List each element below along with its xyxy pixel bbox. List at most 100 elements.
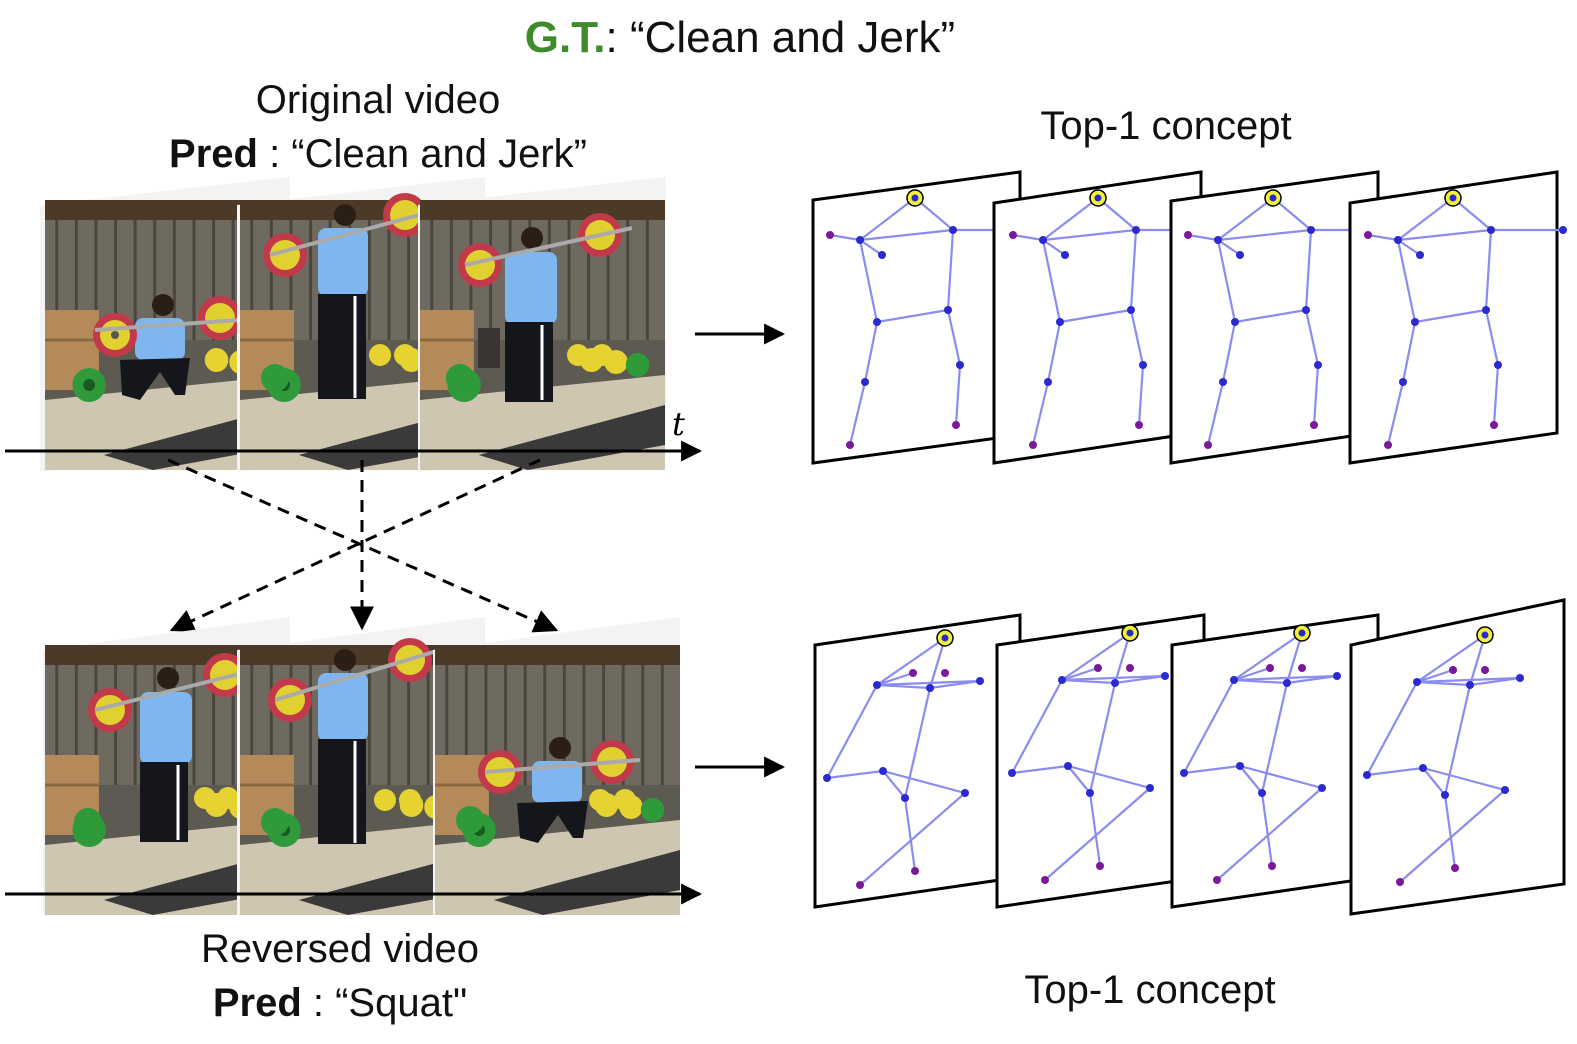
skeleton-joint (961, 789, 969, 797)
top-concept-panel-1 (811, 170, 1029, 465)
bottom-concept-panel-frame (813, 613, 1022, 909)
skeleton-joint (1039, 236, 1047, 244)
skeleton-joint (873, 318, 881, 326)
skeleton-bone (946, 309, 962, 366)
skeleton-joint (1413, 678, 1421, 686)
skeleton-bone (826, 684, 878, 779)
bottom-concept-panel-2 (995, 613, 1206, 909)
reversed-video-title: Reversed video (201, 927, 479, 971)
skeleton-bone (1217, 197, 1274, 241)
skeleton-bone (1484, 229, 1493, 311)
skeleton-joint (1204, 441, 1212, 449)
skeleton-bone (1059, 308, 1132, 324)
skeleton-bone (1216, 239, 1237, 323)
skeleton-joint (1180, 769, 1188, 777)
skeleton-bone (1187, 233, 1219, 242)
skeleton-bone (1414, 308, 1487, 324)
skeleton-bone (1129, 229, 1138, 311)
skeleton-bone (954, 364, 962, 426)
reversed-pred-separator: : (301, 981, 336, 1025)
top-concept-panel-frame (1348, 170, 1559, 465)
skeleton-bone (858, 239, 879, 323)
skeleton-bone (903, 687, 932, 799)
skeleton-joint (856, 236, 864, 244)
bottom-concept-skeleton (1180, 624, 1341, 884)
skeleton-joint (1230, 676, 1238, 684)
dashed-arrow-last-to-first (169, 458, 541, 632)
skeleton-joint (1481, 666, 1489, 674)
skeleton-joint (949, 226, 957, 234)
skeleton-bone (1233, 632, 1303, 681)
skeleton-joint (941, 669, 949, 677)
original-frame-1 (40, 177, 290, 472)
skeleton-bone (1234, 308, 1307, 324)
reversed-frame-3 (433, 617, 680, 915)
skeleton-joint (1135, 421, 1143, 429)
top-concept-label: Top-1 concept (1040, 104, 1292, 148)
skeleton-joint (911, 194, 919, 202)
skeleton-bone (1233, 674, 1338, 682)
skeleton-joint (1056, 318, 1064, 326)
skeleton-joint (1318, 784, 1326, 792)
skeleton-bone (1401, 321, 1417, 383)
skeleton-joint (1132, 226, 1140, 234)
top-concept-panels (811, 170, 1567, 465)
skeleton-bone (876, 637, 946, 686)
skeleton-bone (1042, 197, 1099, 241)
original-pred: Pred : “Clean and Jerk” (169, 134, 587, 174)
skeleton-bone (1239, 765, 1263, 794)
original-pred-label: Pred (169, 132, 258, 176)
top-concept-skeleton (826, 189, 1029, 449)
skeleton-joint (1490, 421, 1498, 429)
skeleton-joint (944, 306, 952, 314)
skeleton-joint (956, 361, 964, 369)
top-concept-panel-frame (811, 170, 1022, 465)
skeleton-bone (1217, 239, 1241, 256)
skeleton-joint (1268, 862, 1276, 870)
top-concept-skeleton (1364, 189, 1567, 449)
skeleton-joint (1559, 226, 1567, 234)
skeleton-joint (1214, 236, 1222, 244)
skeleton-bone (1061, 674, 1166, 682)
skeleton-joint (1009, 231, 1017, 239)
skeleton-joint (1399, 378, 1407, 386)
skeleton-joint (1219, 378, 1227, 386)
bottom-concept-skeleton (1363, 626, 1524, 886)
skeleton-bone (859, 239, 883, 256)
skeleton-bone (1422, 767, 1446, 796)
original-pred-value: “Clean and Jerk” (291, 132, 587, 176)
skeleton-joint (976, 677, 984, 685)
bottom-concept-panel-3 (1170, 613, 1380, 909)
skeleton-joint (1184, 231, 1192, 239)
skeleton-joint (1364, 231, 1372, 239)
skeleton-joint (1231, 318, 1239, 326)
skeleton-joint (1258, 789, 1266, 797)
skeleton-bone (826, 769, 884, 780)
skeleton-joint (1298, 629, 1306, 637)
skeleton-bone (859, 197, 916, 241)
skeleton-joint (941, 634, 949, 642)
reversed-frame-2 (237, 617, 485, 915)
skeleton-joint (1482, 306, 1490, 314)
bottom-concept-panel-1 (813, 613, 1022, 909)
skeleton-bone (946, 229, 955, 311)
skeleton-joint (1269, 194, 1277, 202)
skeleton-joint (1481, 631, 1489, 639)
skeleton-bone (1088, 792, 1102, 867)
skeleton-joint (1146, 784, 1154, 792)
skeleton-bone (1031, 381, 1050, 446)
skeleton-joint (1411, 318, 1419, 326)
skeleton-joint (879, 767, 887, 775)
skeleton-joint (1333, 672, 1341, 680)
skeleton-bone (1312, 364, 1320, 426)
bottom-concept-skeleton (1008, 624, 1169, 884)
skeleton-bone (1304, 309, 1320, 366)
skeleton-bone (1304, 229, 1313, 311)
skeleton-joint (1449, 666, 1457, 674)
skeleton-bone (1042, 239, 1066, 256)
original-frame-3 (418, 177, 666, 472)
skeleton-bone (1067, 765, 1091, 794)
skeleton-bone (1088, 682, 1117, 794)
skeleton-bone (1484, 309, 1500, 366)
